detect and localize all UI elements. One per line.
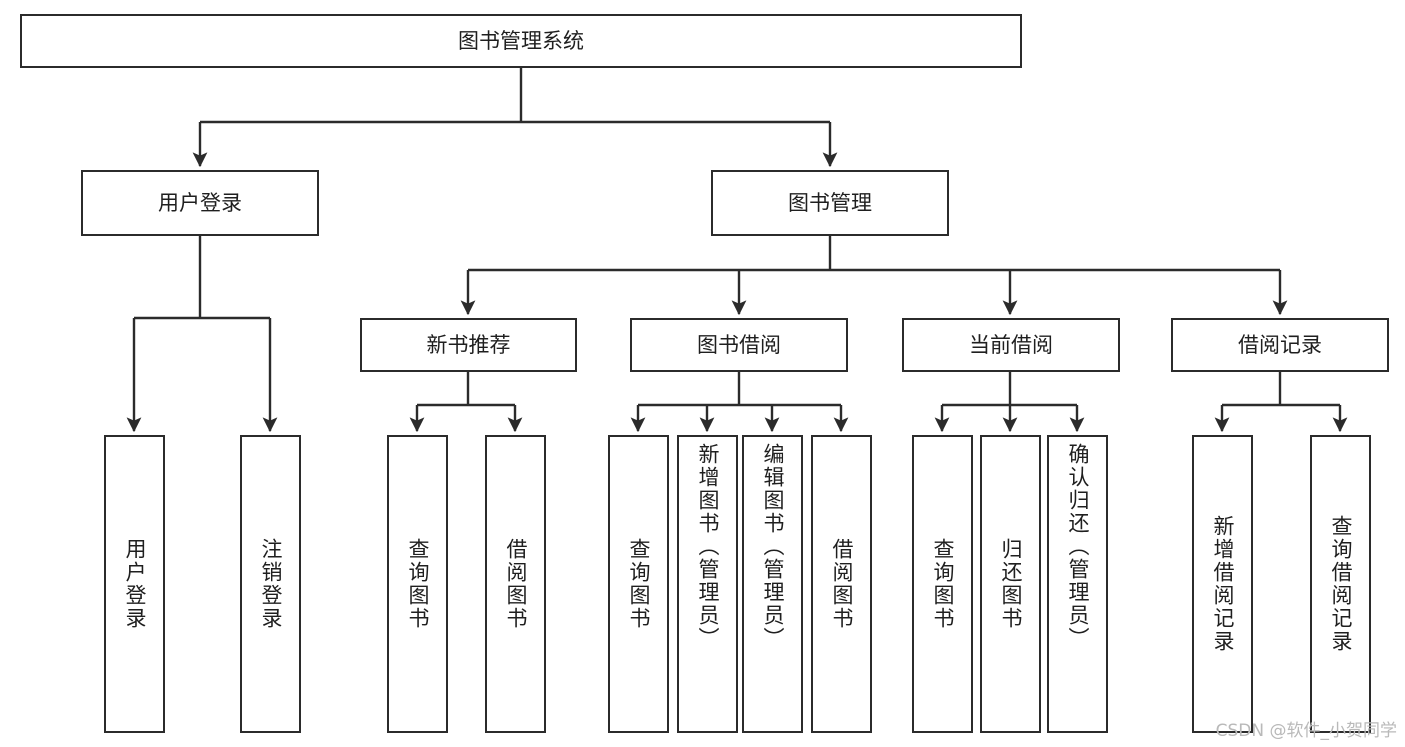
- node-label: 查询图书: [931, 538, 955, 630]
- leaf-edit-book-admin[interactable]: 编辑图书（管理员）: [742, 435, 803, 733]
- node-label: 当前借阅: [969, 332, 1053, 357]
- node-label: 查询借阅记录: [1329, 515, 1353, 653]
- node-label: 编辑图书（管理员）: [761, 443, 785, 650]
- node-label: 图书管理系统: [458, 28, 584, 53]
- leaf-logout-login[interactable]: 注销登录: [240, 435, 301, 733]
- leaf-query-books-current[interactable]: 查询图书: [912, 435, 973, 733]
- node-label: 查询图书: [406, 538, 430, 630]
- csdn-watermark: CSDN @软件_小贺同学: [1215, 721, 1397, 741]
- leaf-borrow-books[interactable]: 借阅图书: [811, 435, 872, 733]
- leaf-return-books[interactable]: 归还图书: [980, 435, 1041, 733]
- leaf-add-borrow-record[interactable]: 新增借阅记录: [1192, 435, 1253, 733]
- node-label: 查询图书: [627, 538, 651, 630]
- node-label: 新增借阅记录: [1211, 515, 1235, 653]
- leaf-query-books-borrow[interactable]: 查询图书: [608, 435, 669, 733]
- leaf-add-book-admin[interactable]: 新增图书（管理员）: [677, 435, 738, 733]
- node-label: 新增图书（管理员）: [696, 443, 720, 650]
- node-label: 借阅图书: [504, 538, 528, 630]
- node-label: 新书推荐: [426, 332, 511, 357]
- node-label: 借阅图书: [830, 538, 854, 630]
- node-label: 归还图书: [999, 538, 1023, 630]
- node-label: 确认归还（管理员）: [1066, 443, 1090, 650]
- node-book-borrow[interactable]: 图书借阅: [630, 318, 848, 372]
- leaf-borrow-books-newbook[interactable]: 借阅图书: [485, 435, 546, 733]
- node-book-management[interactable]: 图书管理: [711, 170, 949, 236]
- node-user-login[interactable]: 用户登录: [81, 170, 319, 236]
- node-label: 图书借阅: [697, 332, 781, 357]
- leaf-confirm-return-admin[interactable]: 确认归还（管理员）: [1047, 435, 1108, 733]
- node-label: 图书管理: [788, 190, 872, 215]
- node-root-book-management-system[interactable]: 图书管理系统: [20, 14, 1022, 68]
- leaf-query-borrow-record[interactable]: 查询借阅记录: [1310, 435, 1371, 733]
- leaf-query-books-newbook[interactable]: 查询图书: [387, 435, 448, 733]
- node-borrow-records[interactable]: 借阅记录: [1171, 318, 1389, 372]
- node-new-book-recommendation[interactable]: 新书推荐: [360, 318, 577, 372]
- node-label: 借阅记录: [1238, 332, 1322, 357]
- leaf-user-login[interactable]: 用户登录: [104, 435, 165, 733]
- node-current-borrow[interactable]: 当前借阅: [902, 318, 1120, 372]
- node-label: 用户登录: [158, 190, 242, 215]
- node-label: 用户登录: [123, 538, 147, 630]
- node-label: 注销登录: [259, 538, 283, 630]
